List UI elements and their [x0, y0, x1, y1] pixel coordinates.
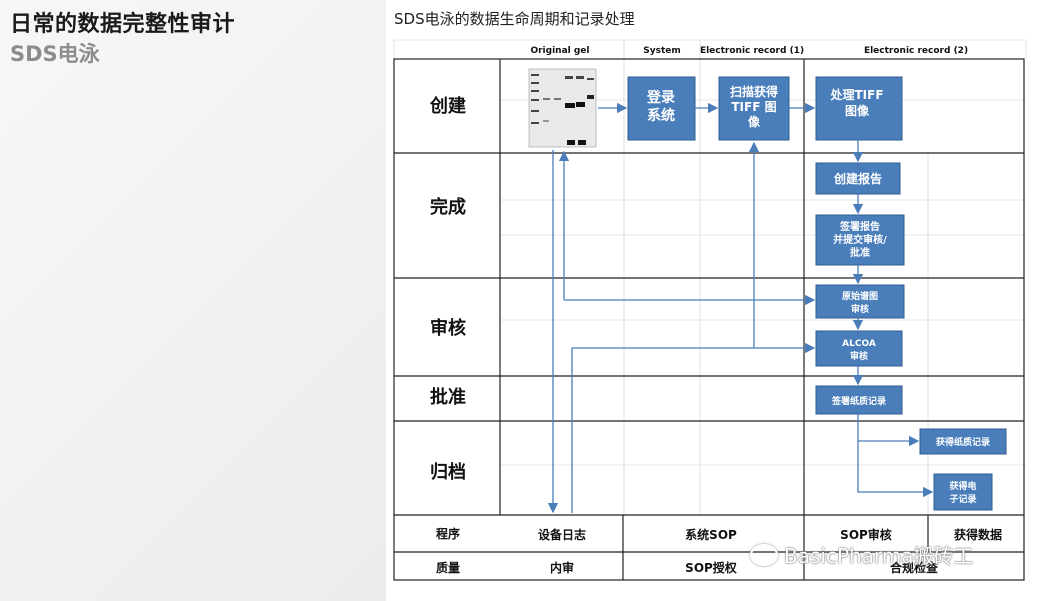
sign-paper-label: 签署纸质记录 — [831, 395, 886, 407]
page-subtitle: SDS电泳 — [10, 42, 100, 66]
login-box-label-1: 登录 — [646, 89, 675, 106]
process-box-label-2: 图像 — [845, 103, 870, 118]
sign-report-box — [815, 214, 905, 266]
column-header-system: System — [643, 46, 681, 56]
procedure-cell-4: 获得数据 — [953, 527, 1002, 542]
scan-box-label-1: 扫描获得 — [730, 84, 778, 99]
sign-report-label-1: 签署报告 — [839, 220, 880, 233]
wechat-icon — [750, 543, 778, 566]
get-e-record-box — [933, 473, 993, 511]
scan-box-label-3: 像 — [748, 114, 761, 129]
watermark-text: BasicPharma搬砖工 — [784, 544, 974, 568]
column-header-erecord-1: Electronic record (1) — [700, 46, 804, 56]
slide: SDS电泳的数据生命周期和记录处理 — [386, 0, 1054, 601]
get-e-label-1: 获得电 — [949, 480, 976, 492]
get-paper-label: 获得纸质记录 — [936, 436, 990, 448]
stage-complete: 完成 — [430, 196, 466, 218]
procedure-label: 程序 — [436, 526, 460, 541]
watermark: BasicPharma搬砖工 — [750, 540, 974, 569]
stage-approve: 批准 — [430, 386, 466, 408]
raw-review-label-2: 审核 — [851, 303, 869, 315]
left-pane: 日常的数据完整性审计 SDS电泳 — [0, 0, 386, 601]
alcoa-label-1: ALCOA — [842, 339, 876, 349]
get-paper-record-box — [919, 428, 1007, 455]
procedure-cell-2: 系统SOP — [685, 527, 737, 542]
slide-title: SDS电泳的数据生命周期和记录处理 — [394, 10, 635, 28]
login-system-box — [627, 76, 696, 141]
procedure-cell-3: SOP审核 — [840, 527, 892, 542]
quality-cell-2: SOP授权 — [685, 560, 738, 575]
frame — [393, 58, 1025, 581]
quality-cell-1: 内审 — [550, 560, 574, 575]
quality-label: 质量 — [436, 560, 460, 575]
sign-report-label-2: 并提交审核/ — [833, 233, 887, 246]
raw-review-box — [815, 284, 905, 319]
stage-review: 审核 — [430, 317, 466, 339]
raw-review-label-1: 原始谱图 — [842, 290, 878, 302]
scan-box-label-2: TIFF 图 — [731, 100, 776, 114]
lifecycle-diagram: Original gel System Electronic record (1… — [393, 39, 1027, 581]
create-report-label: 创建报告 — [833, 171, 882, 186]
flow-arrows — [547, 102, 934, 514]
gel-image — [528, 68, 597, 148]
process-tiff-box — [815, 76, 903, 141]
page-title: 日常的数据完整性审计 — [10, 12, 236, 37]
stage-archive: 归档 — [430, 461, 466, 483]
sign-paper-record-box — [815, 385, 903, 415]
column-header-original-gel: Original gel — [530, 46, 589, 56]
login-box-label-2: 系统 — [647, 107, 675, 124]
sign-report-label-3: 批准 — [850, 246, 870, 259]
stage-create: 创建 — [429, 95, 466, 117]
column-header-erecord-2: Electronic record (2) — [864, 46, 968, 56]
procedure-cell-1: 设备日志 — [538, 527, 586, 542]
get-e-label-2: 子记录 — [949, 493, 976, 505]
alcoa-review-box — [815, 330, 903, 367]
alcoa-label-2: 审核 — [850, 350, 868, 362]
create-report-box — [815, 162, 901, 195]
quality-cell-3: 合规检查 — [890, 560, 939, 575]
process-box-label-1: 处理TIFF — [829, 87, 883, 102]
